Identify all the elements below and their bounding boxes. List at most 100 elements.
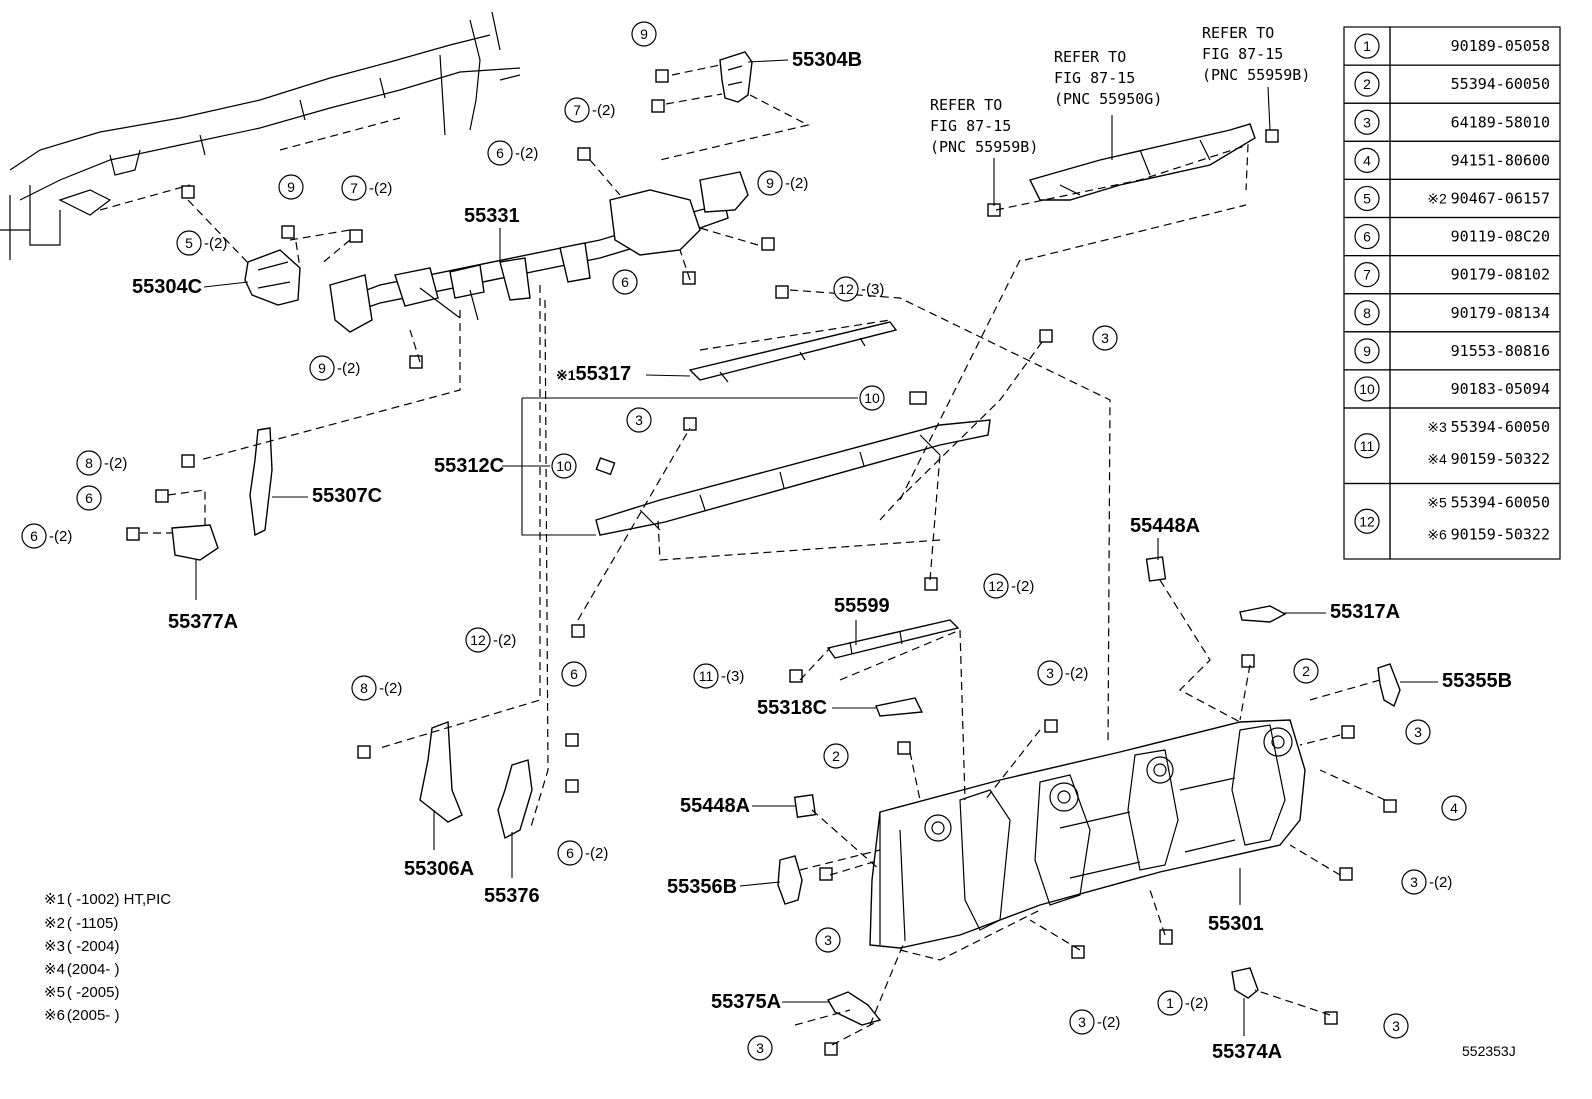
table-part-number: ※3 55394-60050 (1427, 418, 1550, 436)
part-label: 55312C (434, 455, 504, 477)
callout: 2 (1293, 658, 1319, 684)
table-key-circle (1354, 185, 1380, 212)
callout-quantity: -(2) (49, 528, 72, 545)
callout: 3 (747, 1035, 773, 1061)
callout-circle (833, 276, 859, 302)
callout-circle (1383, 1013, 1409, 1039)
refer-note-right: REFER TO FIG 87-15 (PNC 55959B) (1202, 24, 1310, 84)
callout-number: 2 (1302, 663, 1310, 679)
dashed-guides (99, 64, 1386, 1046)
callout-quantity: -(2) (337, 360, 360, 377)
callout-circle (815, 927, 841, 953)
bracket-55374A (1231, 967, 1259, 999)
callout-number: 3 (1414, 724, 1422, 740)
callout-number: 7 (350, 180, 358, 196)
callout-circle (551, 453, 577, 479)
svg-text:(PNC 55950G): (PNC 55950G) (1054, 90, 1162, 108)
callout: 3 (1092, 325, 1118, 351)
part-label-with-mark: ※155317 (556, 363, 631, 385)
cover-55317A (1239, 605, 1287, 623)
callout-number: 9 (640, 26, 648, 42)
part-label: 55318C (757, 697, 827, 719)
callout-quantity: -(3) (721, 668, 744, 685)
table-part-number: 94151-80600 (1451, 151, 1550, 169)
figure-code: 552353J (1462, 1043, 1516, 1059)
refer-note-middle: REFER TO FIG 87-15 (PNC 55950G) (1054, 48, 1162, 108)
table-key-number: 1 (1363, 38, 1371, 54)
callout-number: 9 (318, 360, 326, 376)
callout-number: 3 (635, 412, 643, 428)
bracket-55376 (497, 759, 533, 840)
callout-number: 3 (1046, 665, 1054, 681)
callout-circle (564, 97, 590, 123)
footnotes: ※1( -1002) HT,PIC ※2( -1105) ※3( -2004) … (44, 891, 171, 1024)
callout-circle (1069, 1009, 1095, 1035)
callout-circle (1092, 325, 1118, 351)
table-key-circle (1354, 376, 1380, 402)
callout-circle (757, 170, 783, 196)
callout-quantity: -(3) (861, 281, 884, 298)
part-label: 55355B (1442, 670, 1512, 692)
callout-circle (1293, 658, 1319, 684)
callout: 10 (859, 385, 885, 411)
table-key-number: 9 (1363, 343, 1371, 359)
bracket-55304B (719, 51, 753, 103)
table-key-circle (1354, 338, 1380, 364)
clip-10-upper (909, 391, 927, 405)
table-key-circle (1354, 262, 1380, 288)
footnote: ※3( -2004) (44, 938, 119, 955)
callout-number: 12 (838, 281, 854, 297)
callout-number: 4 (1450, 800, 1458, 816)
bracket-55304C (244, 249, 301, 306)
table-key-number: 11 (1360, 438, 1375, 454)
callout-quantity: -(2) (379, 680, 402, 697)
callout: 7-(2) (564, 97, 615, 123)
callout-number: 6 (566, 845, 574, 861)
callout: 12-(2) (465, 627, 516, 653)
callout-number: 10 (556, 458, 572, 474)
callout-circle (557, 840, 583, 866)
table-key-number: 8 (1363, 305, 1371, 321)
callout-circle (76, 485, 102, 511)
callout-number: 6 (496, 145, 504, 161)
callout: 11-(3) (693, 663, 744, 689)
callout-quantity: -(2) (1185, 995, 1208, 1012)
table-part-number: ※5 55394-60050 (1427, 494, 1550, 512)
callout: 2 (823, 743, 849, 769)
callout-circle (823, 743, 849, 769)
pad-55448A-lower (793, 794, 817, 818)
callout: 9 (278, 174, 304, 200)
part-label: 55599 (834, 595, 890, 617)
callout-circle (309, 355, 335, 381)
footnote: ※6(2005- ) (44, 1007, 119, 1024)
callout-circle (1157, 990, 1183, 1016)
callout-quantity: -(2) (785, 175, 808, 192)
table-key-circle (1354, 223, 1380, 250)
refer-note-left: REFER TO FIG 87-15 (PNC 55959B) (930, 96, 1038, 156)
callout-number: 2 (832, 748, 840, 764)
svg-text:(PNC 55959B): (PNC 55959B) (930, 138, 1038, 156)
callout: 6-(2) (487, 140, 538, 166)
callout-number: 3 (756, 1040, 764, 1056)
callout-circle (626, 407, 652, 433)
callout: 3 (815, 927, 841, 953)
callout: 8-(2) (76, 450, 127, 476)
table-key-circle (1354, 33, 1380, 59)
table-part-number: 64189-58010 (1451, 113, 1550, 131)
table-row: 11※3 55394-60050※4 90159-50322 (1343, 407, 1561, 485)
table-part-number: 90179-08102 (1451, 266, 1550, 284)
cover-55356B (777, 855, 803, 905)
callout-number: 3 (824, 932, 832, 948)
callout-circle (21, 523, 47, 549)
svg-text:(PNC 55959B): (PNC 55959B) (1202, 66, 1310, 84)
strip-55317 (688, 321, 898, 383)
callout: 6-(2) (21, 523, 72, 549)
callout-number: 5 (185, 235, 193, 251)
callout: 6 (612, 269, 638, 295)
cowl-body-outline (0, 11, 521, 260)
